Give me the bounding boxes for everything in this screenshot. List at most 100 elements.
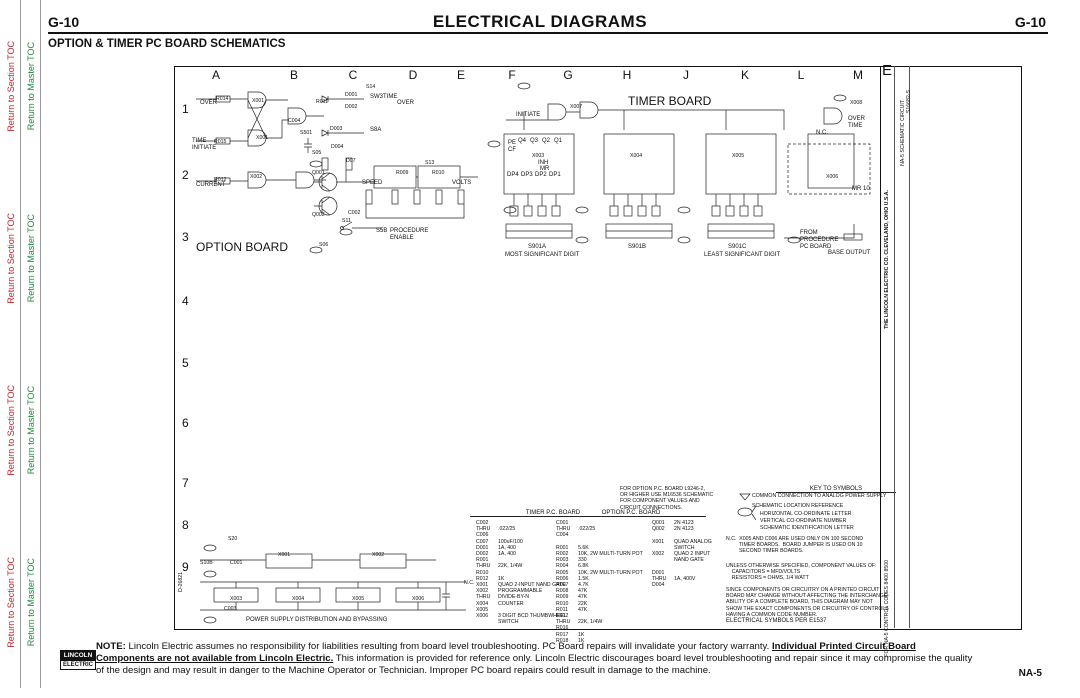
master-toc-label: Return to Master TOC xyxy=(26,557,36,647)
part-x008: X008 xyxy=(850,100,863,106)
option-part-value: 10K, 2W MULTI-TURN POT xyxy=(578,551,643,558)
timer-board-schematic xyxy=(487,82,871,244)
part-x001: X001 xyxy=(252,98,265,104)
label-pe: PE xyxy=(508,140,517,146)
label-mr: MR xyxy=(540,166,550,172)
return-to-section-toc-link[interactable]: Return to Section TOC xyxy=(2,172,21,344)
title-block-strip xyxy=(894,66,910,628)
return-to-master-toc-link[interactable]: Return to Master TOC xyxy=(22,516,41,688)
key-item-common: COMMON CONNECTION TO ANALOG POWER SUPPLY xyxy=(752,493,887,499)
timer-part-ref: X005 xyxy=(476,606,489,613)
timer-part-ref xyxy=(476,619,498,625)
timer-part-value: 1A, 400 xyxy=(498,551,516,558)
timer-part-value: 100uF/100 xyxy=(498,538,523,545)
zone-number-5: 5 xyxy=(182,356,189,370)
part-x003-power: X003 xyxy=(230,596,243,602)
timer-part-ref: C007 xyxy=(476,538,489,545)
timer-part-ref: C002 xyxy=(476,520,489,526)
option-part-value-2: 1A, 400V xyxy=(674,575,696,582)
option-part-ref-2: Q002 xyxy=(652,526,665,533)
part-x006: X006 xyxy=(826,174,839,180)
key-item-horizontal: HORIZONTAL CO-ORDINATE LETTER xyxy=(760,511,852,517)
option-part-ref: C001 xyxy=(556,520,569,526)
timer-part-value: 3 DIGIT BCD THUMBWHEEL xyxy=(498,613,567,620)
label-initiate: INITIATE xyxy=(192,145,217,151)
power-supply-label: POWER SUPPLY DISTRIBUTION AND BYPASSING xyxy=(246,617,388,623)
label-timer-over: OVER xyxy=(848,116,866,122)
option-part-value: 5.6K xyxy=(578,544,589,551)
option-part-ref-2: X002 xyxy=(652,551,665,558)
option-part-value: 10K, 2W MULTI-TURN POT xyxy=(578,569,643,576)
timer-part-value: DIVIDE-BY-N xyxy=(498,594,529,601)
page-code-right: G-10 xyxy=(1014,14,1046,30)
label-from: FROM xyxy=(800,230,818,236)
symbol-key-graphic xyxy=(737,493,756,521)
option-part-ref: R010 xyxy=(556,600,569,607)
zone-letter-f: F xyxy=(508,68,516,82)
option-part-value: 330 xyxy=(578,557,587,564)
master-toc-label: Return to Master TOC xyxy=(26,41,36,131)
part-r011: R011 xyxy=(316,99,329,105)
master-toc-label: Return to Master TOC xyxy=(26,385,36,475)
part-power-x001: X001 xyxy=(278,552,291,558)
logo-bottom-text: ELECTRIC xyxy=(60,661,96,670)
timer-part-ref: D002 xyxy=(476,551,489,558)
return-to-section-toc-link[interactable]: Return to Section TOC xyxy=(2,0,21,172)
timer-part-ref: THRU xyxy=(476,563,491,570)
part-s13: S13 xyxy=(425,160,435,166)
zone-number-2: 2 xyxy=(182,168,189,182)
timer-part-ref: THRU xyxy=(476,594,491,601)
part-x005-power: X005 xyxy=(352,596,365,602)
timer-part-ref: X006 xyxy=(476,613,489,620)
part-s05: S05 xyxy=(312,150,322,156)
title-block-company: THE LINCOLN ELECTRIC CO. CLEVELAND, OHIO… xyxy=(884,190,890,329)
part-c004: C004 xyxy=(288,118,301,124)
return-to-master-toc-link[interactable]: Return to Master TOC xyxy=(22,172,41,344)
option-part-value: 47K xyxy=(578,594,588,601)
note-bold-text: Individual Printed Circuit Board Compone… xyxy=(96,641,916,665)
timer-part-ref: THRU xyxy=(476,526,491,533)
part-s11: S11 xyxy=(342,218,351,224)
label-q4: Q4 xyxy=(518,138,527,144)
timer-part-ref: X002 xyxy=(476,588,489,595)
label-s8a: S8A xyxy=(370,127,382,133)
label-cf: CF xyxy=(508,147,516,153)
label-volts: VOLTS xyxy=(452,180,472,186)
option-part-ref-2: D004 xyxy=(652,582,665,589)
title-block xyxy=(880,66,1021,628)
label-timer-time: TIME xyxy=(848,123,863,129)
master-toc-label: Return to Master TOC xyxy=(26,213,36,303)
label-speed: SPEED xyxy=(362,180,383,186)
label-s901b: S901B xyxy=(628,244,647,250)
part-x006-power: X006 xyxy=(412,596,425,602)
section-toc-label: Return to Section TOC xyxy=(6,556,16,648)
option-part-value: 22K, 1/4W xyxy=(578,619,603,626)
part-x004-power: X004 xyxy=(292,596,305,602)
zone-letter-h: H xyxy=(622,68,632,82)
label-timer-initiate: INITIATE xyxy=(516,112,541,118)
label-q1: Q1 xyxy=(554,138,563,144)
zone-letter-c: C xyxy=(348,68,358,82)
option-part-value: 47K xyxy=(578,588,588,595)
header-rule xyxy=(48,32,1048,34)
part-x003: X003 xyxy=(532,153,545,159)
timer-part-ref: R010 xyxy=(476,569,489,576)
timer-board-label: TIMER BOARD xyxy=(628,94,712,108)
return-to-section-toc-link[interactable]: Return to Section TOC xyxy=(2,344,21,516)
key-symbols-ref: ELECTRICAL SYMBOLS PER E1537 xyxy=(726,618,827,624)
page-title: ELECTRICAL DIAGRAMS xyxy=(432,12,648,31)
key-since-note: SINCE COMPONENTS OR CIRCUITRY ON A PRINT… xyxy=(726,587,890,618)
timer-part-value: 1A, 400 xyxy=(498,544,516,551)
timer-part-value: 22K, 1/4W xyxy=(498,563,523,570)
option-board-schematic xyxy=(196,91,478,254)
return-to-master-toc-link[interactable]: Return to Master TOC xyxy=(22,344,41,516)
return-to-section-toc-link[interactable]: Return to Section TOC xyxy=(2,516,21,688)
label-most-significant-digit: MOST SIGNIFICANT DIGIT xyxy=(505,252,580,258)
option-part-ref: C004 xyxy=(556,532,569,539)
return-to-master-toc-link[interactable]: Return to Master TOC xyxy=(22,0,41,172)
page-code-left: G-10 xyxy=(48,14,80,30)
timer-part-ref: D001 xyxy=(476,544,489,551)
zone-number-6: 6 xyxy=(182,416,189,430)
power-supply-schematic xyxy=(200,544,466,624)
section-toc-label: Return to Section TOC xyxy=(6,212,16,304)
